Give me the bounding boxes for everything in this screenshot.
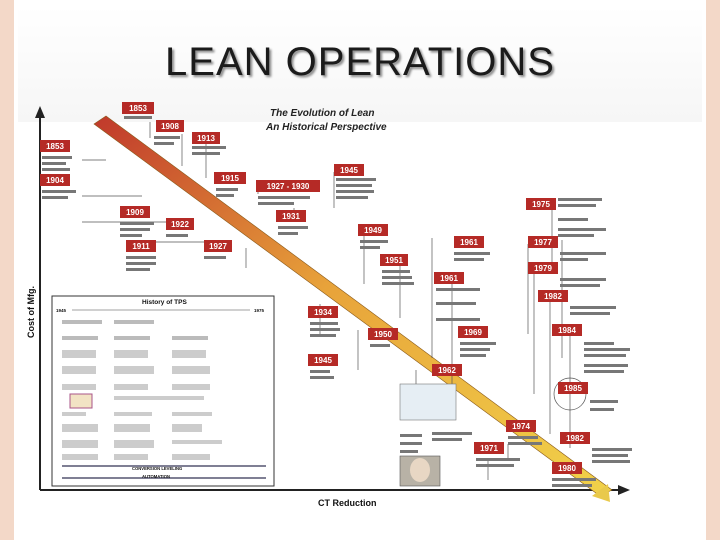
svg-text:1945: 1945 <box>340 166 358 175</box>
svg-text:1974: 1974 <box>512 422 530 431</box>
svg-text:1969: 1969 <box>464 328 482 337</box>
year-box-1969: 1969 <box>458 326 488 338</box>
svg-text:1911: 1911 <box>132 242 150 251</box>
x-axis-label: CT Reduction <box>318 498 377 508</box>
year-box-1853-top: 1853 <box>122 102 154 114</box>
inset-start-year: 1945 <box>56 308 67 313</box>
svg-text:1915: 1915 <box>221 174 239 183</box>
svg-text:1951: 1951 <box>385 256 403 265</box>
svg-text:1975: 1975 <box>532 200 550 209</box>
inset-end-year: 1975 <box>254 308 265 313</box>
svg-text:1961: 1961 <box>460 238 478 247</box>
svg-text:1985: 1985 <box>564 384 582 393</box>
svg-text:1949: 1949 <box>364 226 382 235</box>
svg-text:1982: 1982 <box>544 292 562 301</box>
year-box-1904: 1904 <box>40 174 70 186</box>
year-box-1975: 1975 <box>526 198 556 210</box>
svg-text:1950: 1950 <box>374 330 392 339</box>
y-axis-arrowhead <box>35 106 45 118</box>
year-box-1974: 1974 <box>506 420 536 432</box>
year-box-1961-lower: 1961 <box>434 272 464 284</box>
svg-text:1977: 1977 <box>534 238 552 247</box>
year-box-1922: 1922 <box>166 218 194 230</box>
diagram-heading-line-2: An Historical Perspective <box>265 122 387 133</box>
photo-diagram <box>399 383 457 421</box>
caption-placeholders <box>42 116 632 487</box>
svg-text:1853: 1853 <box>129 104 147 113</box>
svg-text:1904: 1904 <box>46 176 64 185</box>
year-box-1962: 1962 <box>432 364 462 376</box>
svg-text:1962: 1962 <box>438 366 456 375</box>
year-box-1908: 1908 <box>156 120 184 132</box>
year-box-1984: 1984 <box>552 324 582 336</box>
svg-text:1971: 1971 <box>480 444 498 453</box>
inset-band-label: CONVERSION LEVELING <box>132 466 182 471</box>
svg-text:1934: 1934 <box>314 308 332 317</box>
evolution-arrow <box>93 115 613 497</box>
svg-text:1984: 1984 <box>558 326 576 335</box>
slide-title: LEAN OPERATIONS <box>165 40 555 84</box>
year-box-1977: 1977 <box>528 236 558 248</box>
year-box-1951: 1951 <box>380 254 408 266</box>
svg-text:1979: 1979 <box>534 264 552 273</box>
year-box-1927: 1927 <box>204 240 232 252</box>
year-box-1980: 1980 <box>552 462 582 474</box>
svg-text:1913: 1913 <box>197 134 215 143</box>
year-box-1945-lower: 1945 <box>308 354 338 366</box>
year-box-1853-left: 1853 <box>40 140 70 152</box>
year-box-1911: 1911 <box>126 240 156 252</box>
y-axis-label: Cost of Mfg. <box>26 286 36 338</box>
svg-text:1980: 1980 <box>558 464 576 473</box>
svg-text:1908: 1908 <box>161 122 179 131</box>
svg-text:1927: 1927 <box>209 242 227 251</box>
svg-text:1909: 1909 <box>126 208 144 217</box>
x-axis-arrowhead <box>618 485 630 495</box>
year-box-1913: 1913 <box>192 132 220 144</box>
year-box-1982-lower: 1982 <box>560 432 590 444</box>
history-of-tps-inset: History of TPS 1945 1975 CONVERSION LEVE… <box>51 295 275 487</box>
svg-text:1931: 1931 <box>282 212 300 221</box>
diagram-heading-line-1: The Evolution of Lean <box>270 108 374 119</box>
evolution-arrow-head <box>592 484 610 502</box>
svg-text:1982: 1982 <box>566 434 584 443</box>
year-box-1931: 1931 <box>276 210 306 222</box>
year-box-1961-upper: 1961 <box>454 236 484 248</box>
year-box-1934: 1934 <box>308 306 338 318</box>
inset-title: History of TPS <box>142 299 187 306</box>
svg-text:1927 - 1930: 1927 - 1930 <box>267 182 310 191</box>
svg-text:1961: 1961 <box>440 274 458 283</box>
year-box-1927-1930: 1927 - 1930 <box>256 180 320 192</box>
year-box-1971: 1971 <box>474 442 504 454</box>
year-box-1915: 1915 <box>214 172 246 184</box>
svg-text:1853: 1853 <box>46 142 64 151</box>
year-box-1985: 1985 <box>558 382 588 394</box>
year-box-1979: 1979 <box>528 262 558 274</box>
year-box-1909: 1909 <box>120 206 150 218</box>
year-box-1950: 1950 <box>368 328 398 340</box>
inset-footer-label: AUTOMATION <box>142 474 170 479</box>
svg-text:1945: 1945 <box>314 356 332 365</box>
year-box-1982-upper: 1982 <box>538 290 568 302</box>
lean-evolution-diagram: Cost of Mfg. CT Reduction The Evolution … <box>26 102 632 508</box>
year-box-1945-top: 1945 <box>334 164 364 176</box>
svg-text:1922: 1922 <box>171 220 189 229</box>
year-box-1949: 1949 <box>358 224 388 236</box>
